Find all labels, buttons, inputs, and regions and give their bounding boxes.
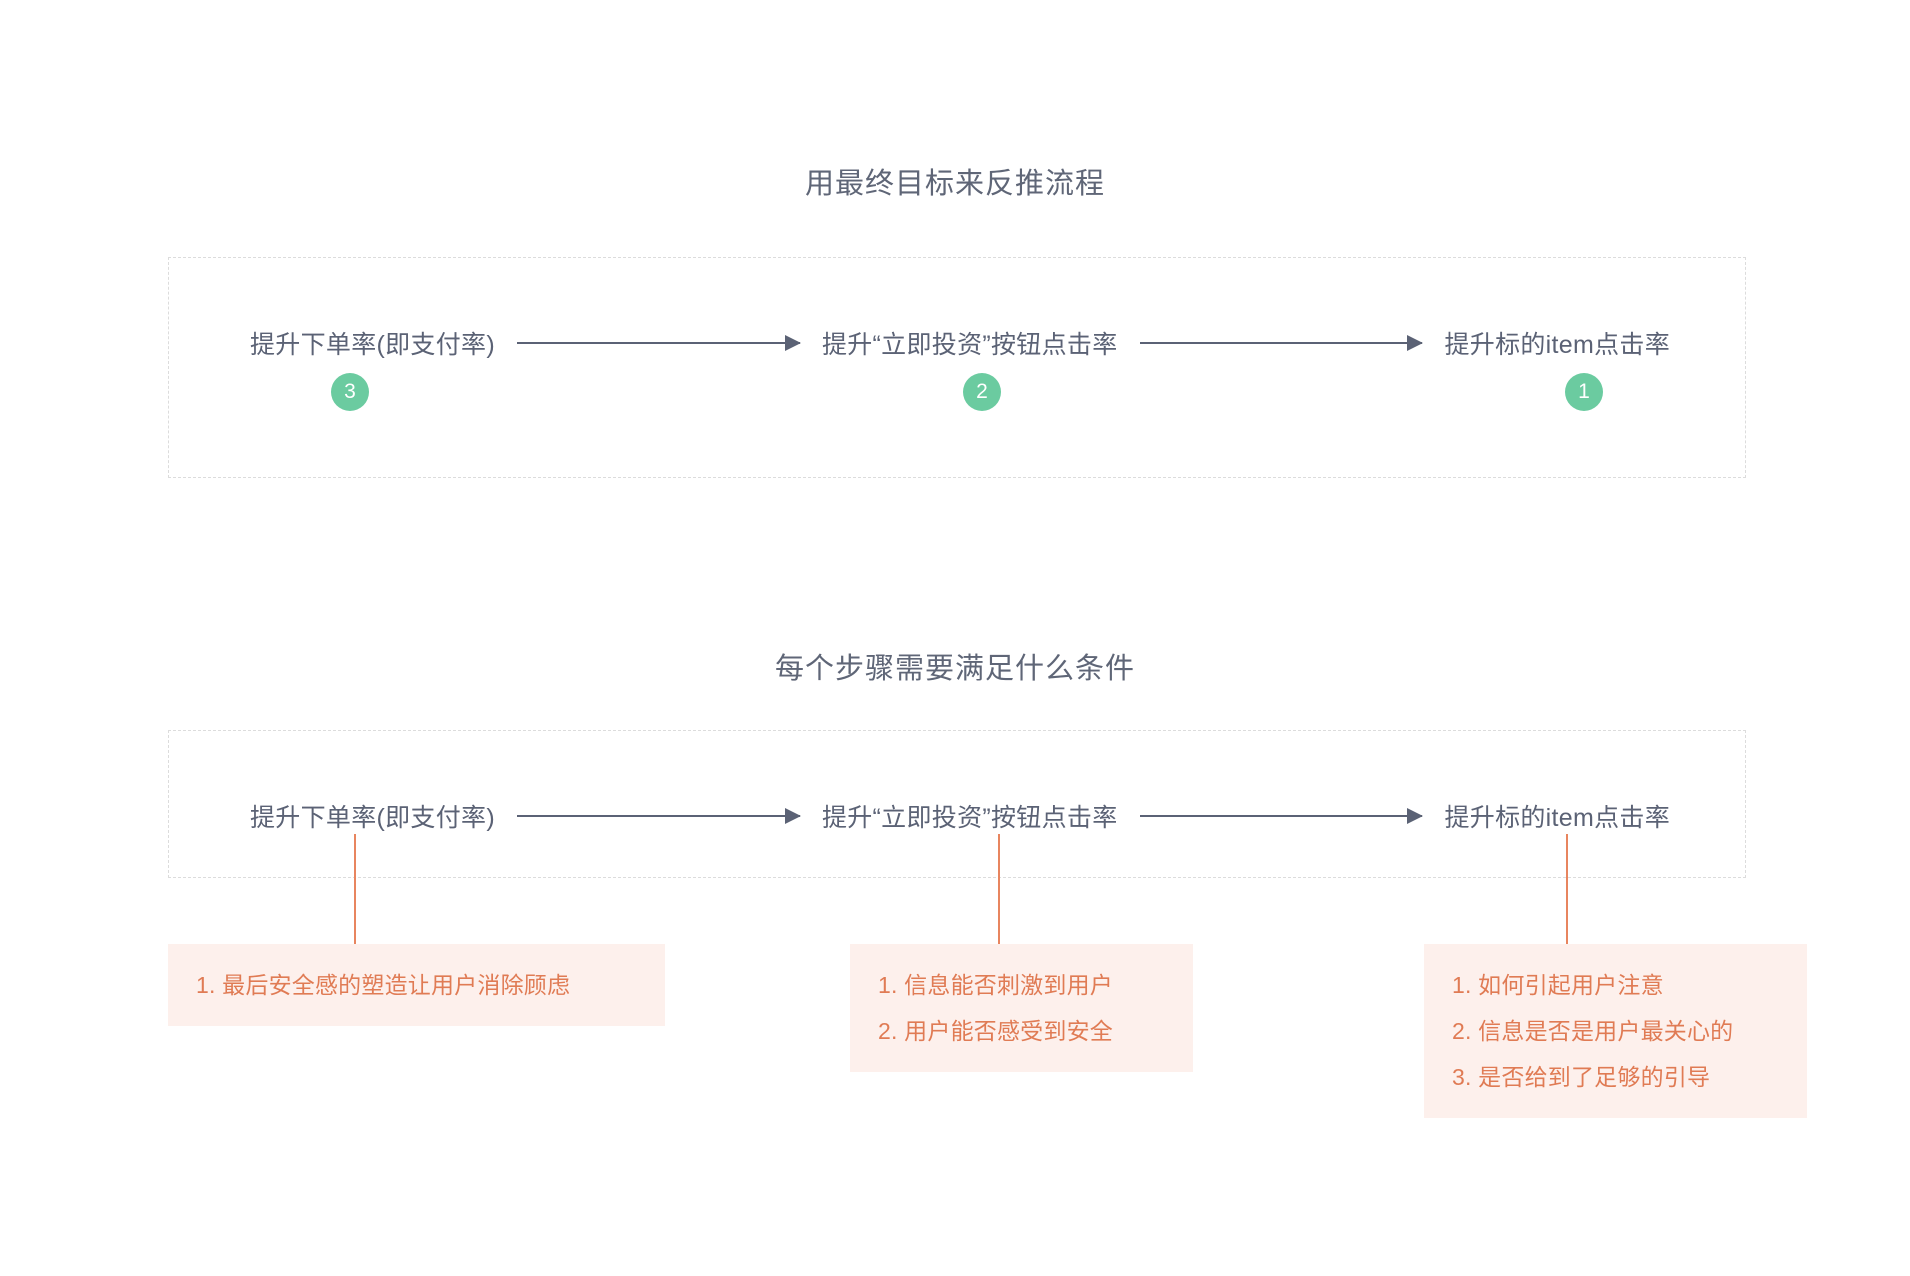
note-connector-3 [1566,834,1568,944]
step-badge-2[interactable]: 2 [963,373,1001,411]
flow-row-top: 提升下单率(即支付率) 提升“立即投资”按钮点击率 提升标的item点击率 [250,325,1670,361]
flow-node-invest-button-ctr-bottom[interactable]: 提升“立即投资”按钮点击率 [821,804,1118,832]
note-box-invest-button[interactable]: 1. 信息能否刺激到用户 2. 用户能否感受到安全 [850,944,1193,1072]
flow-node-invest-button-ctr[interactable]: 提升“立即投资”按钮点击率 [821,331,1118,359]
note-line: 1. 最后安全感的塑造让用户消除顾虑 [196,972,571,998]
arrow-line [516,815,800,817]
note-box-order-rate[interactable]: 1. 最后安全感的塑造让用户消除顾虑 [168,944,665,1026]
note-line: 1. 信息能否刺激到用户 [878,972,1113,998]
arrow-head-icon [784,808,801,824]
note-line: 2. 信息是否是用户最关心的 [1452,1018,1734,1044]
flow-node-order-rate-bottom[interactable]: 提升下单率(即支付率) [250,804,495,832]
note-connector-2 [998,834,1000,944]
step-badge-1[interactable]: 1 [1565,373,1603,411]
section-title-step-conditions: 每个步骤需要满足什么条件 [774,653,1135,685]
arrow-head-icon [1407,808,1424,824]
arrow-line [1139,342,1423,344]
flow-arrow-2-top [1139,333,1424,353]
flow-arrow-1-bottom [516,806,801,826]
arrow-head-icon [1407,335,1424,351]
flow-container-bottom [168,730,1746,878]
note-line: 2. 用户能否感受到安全 [878,1018,1113,1044]
section-title-goal-backward: 用最终目标来反推流程 [804,168,1105,200]
flow-arrow-1-top [516,333,801,353]
flow-node-order-rate[interactable]: 提升下单率(即支付率) [250,331,495,359]
note-line: 1. 如何引起用户注意 [1452,972,1664,998]
arrow-line [516,342,800,344]
note-connector-1 [354,834,356,944]
flow-arrow-2-bottom [1139,806,1424,826]
arrow-line [1139,815,1423,817]
note-line: 3. 是否给到了足够的引导 [1452,1064,1711,1090]
flow-container-top [168,257,1746,478]
step-badge-3[interactable]: 3 [331,373,369,411]
flow-node-item-ctr-bottom[interactable]: 提升标的item点击率 [1444,804,1671,832]
arrow-head-icon [784,335,801,351]
flow-row-bottom: 提升下单率(即支付率) 提升“立即投资”按钮点击率 提升标的item点击率 [250,798,1670,834]
flow-node-item-ctr[interactable]: 提升标的item点击率 [1444,331,1671,359]
note-box-item-ctr[interactable]: 1. 如何引起用户注意 2. 信息是否是用户最关心的 3. 是否给到了足够的引导 [1424,944,1807,1118]
